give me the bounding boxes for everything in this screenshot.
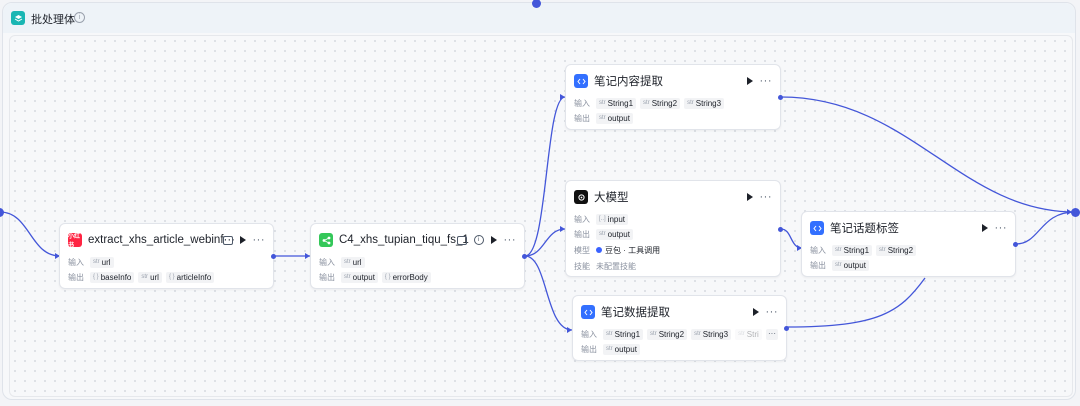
info-icon[interactable]: i [473,235,484,245]
node-title: 笔记内容提取 [594,76,663,88]
param-tag[interactable]: { }errorBody [381,271,431,283]
run-icon[interactable] [981,224,988,232]
output-port[interactable] [784,326,789,331]
run-icon[interactable] [490,236,497,244]
node-title: extract_xhs_article_webinf··· [88,234,236,246]
more-icon[interactable]: ··· [759,191,772,203]
run-icon[interactable] [752,308,759,316]
edge-topic-to-out [1015,211,1076,245]
code-block-icon [581,305,595,319]
skill-row: 技能 未配置技能 [574,261,636,271]
edge-c4-to-data [524,255,573,331]
more-icon[interactable]: ··· [765,306,778,318]
model-name[interactable]: 豆包 · 工具调用 [605,245,661,255]
param-tag[interactable]: { }baseInfo [90,271,135,283]
node-title: 笔记话题标签 [830,223,899,235]
node-title: 笔记数据提取 [601,307,670,319]
more-icon[interactable]: ··· [994,222,1007,234]
llm-model-icon [574,190,588,204]
edge-content-to-out [780,96,1076,213]
skill-value: 未配置技能 [596,261,636,271]
model-row: 模型 豆包 · 工具调用 [574,245,661,255]
output-port[interactable] [778,95,783,100]
node-extract-xhs-article[interactable]: 小红书 extract_xhs_article_webinf··· ··· 输入… [59,223,276,289]
edge-c4-to-content [524,96,566,257]
plugin-icon[interactable] [456,235,467,245]
code-block-icon [574,74,588,88]
more-icon[interactable]: ··· [503,234,516,246]
node-title: C4_xhs_tupian_tiqu_fs_1 [339,234,469,246]
param-tag[interactable]: { }articleInfo [165,271,215,283]
run-icon[interactable] [746,77,753,85]
plugin-icon[interactable] [222,235,233,245]
workflow-icon [319,233,333,247]
param-tag[interactable]: [..]input [596,213,629,225]
output-port[interactable] [522,254,527,259]
more-icon[interactable]: ··· [759,75,772,87]
run-icon[interactable] [746,193,753,201]
xiaohongshu-icon: 小红书 [68,233,82,249]
group-title: 批处理体 [31,14,75,26]
edge-group-in-to-extract [0,211,61,257]
output-port[interactable] [778,227,783,232]
batch-layers-icon [11,11,25,25]
node-title: 大模型 [594,192,629,204]
group-input-port[interactable] [0,208,4,217]
group-output-port[interactable] [1071,208,1080,217]
edge-data-to-out [786,277,926,328]
output-port[interactable] [1013,242,1018,247]
doubao-icon [596,247,602,253]
more-icon[interactable]: ··· [252,234,265,246]
more-params-button[interactable]: ··· [766,328,778,340]
group-top-port[interactable] [532,0,541,8]
edge-llm-to-topic [780,228,803,249]
group-header: 批处理体 i [3,3,1075,33]
info-icon[interactable]: i [74,12,85,23]
input-row: 输入 [..]input [574,213,772,225]
code-block-icon [810,221,824,235]
output-port[interactable] [271,254,276,259]
run-icon[interactable] [239,236,246,244]
